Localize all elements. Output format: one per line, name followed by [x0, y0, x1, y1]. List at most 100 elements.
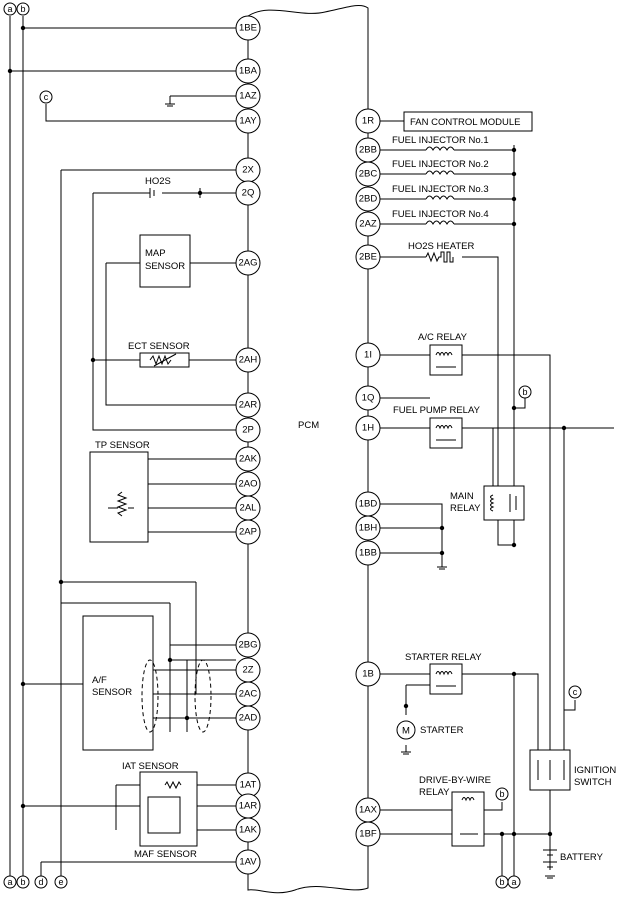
ac-relay-label: A/C RELAY	[418, 332, 468, 343]
fuel-pump-relay-label: FUEL PUMP RELAY	[393, 405, 481, 416]
iat-sensor-label: IAT SENSOR	[122, 761, 179, 772]
pin-1BA: 1BA	[235, 58, 261, 84]
svg-text:1AV: 1AV	[239, 857, 257, 868]
ignition-switch-label-1: IGNITION	[574, 765, 616, 776]
pin-2AK: 2AK	[235, 446, 261, 472]
iat-maf-sensor: IAT SENSOR MAF SENSOR	[122, 761, 198, 860]
pin-2AZ: 2AZ	[355, 211, 381, 237]
pin-2Q: 2Q	[235, 180, 261, 206]
svg-text:1BH: 1BH	[359, 523, 378, 534]
svg-text:2AK: 2AK	[239, 454, 258, 465]
ignition-switch-label-2: SWITCH	[574, 777, 612, 788]
svg-text:1R: 1R	[362, 116, 374, 127]
svg-text:1B: 1B	[362, 669, 374, 680]
pin-1AY: 1AY	[235, 108, 261, 134]
svg-text:e: e	[58, 877, 63, 887]
svg-text:1BB: 1BB	[359, 548, 377, 559]
starter-relay: STARTER RELAY	[405, 652, 482, 695]
svg-text:1AK: 1AK	[239, 825, 258, 836]
map-sensor-label-2: SENSOR	[145, 261, 185, 272]
map-sensor: MAP SENSOR	[139, 234, 191, 288]
svg-text:2AH: 2AH	[239, 355, 258, 366]
svg-text:a: a	[7, 4, 12, 14]
svg-text:1BA: 1BA	[239, 66, 258, 77]
bus-tag-c-left: c	[39, 90, 53, 104]
svg-text:2AZ: 2AZ	[359, 219, 377, 230]
fuel-injector-3-label: FUEL INJECTOR No.3	[392, 184, 489, 195]
bus-tag-a-top: a	[3, 2, 17, 16]
battery-label: BATTERY	[560, 852, 604, 863]
svg-text:2P: 2P	[242, 425, 254, 436]
right-wires	[380, 120, 614, 876]
pin-2AD: 2AD	[235, 705, 261, 731]
pin-1AZ: 1AZ	[235, 83, 261, 109]
svg-text:1AR: 1AR	[239, 801, 258, 812]
svg-text:a: a	[7, 877, 12, 887]
bus-tag-b-mid: b	[518, 385, 532, 399]
starter-label: STARTER	[420, 725, 464, 736]
svg-text:b: b	[499, 789, 504, 799]
pin-2P: 2P	[235, 417, 261, 443]
ect-sensor-label: ECT SENSOR	[128, 341, 190, 352]
bus-tag-b-dbw: b	[495, 787, 509, 801]
ac-relay: A/C RELAY	[418, 332, 468, 376]
pin-2AH: 2AH	[235, 347, 261, 373]
starter-motor-symbol: M	[402, 726, 410, 737]
pin-2Z: 2Z	[235, 657, 261, 683]
battery: BATTERY	[543, 849, 604, 879]
pin-1H: 1H	[355, 415, 381, 441]
svg-text:a: a	[511, 877, 516, 887]
pin-2BG: 2BG	[235, 632, 261, 658]
svg-text:2X: 2X	[242, 165, 254, 176]
pin-1B: 1B	[355, 661, 381, 687]
svg-text:b: b	[522, 387, 527, 397]
svg-text:1BF: 1BF	[359, 829, 377, 840]
pin-2BE: 2BE	[355, 244, 381, 270]
pin-2AP: 2AP	[235, 519, 261, 545]
bus-tag-e-bottom: e	[54, 875, 68, 889]
pin-1I: 1I	[355, 342, 381, 368]
af-sensor: A/F SENSOR	[82, 615, 212, 751]
pin-2X: 2X	[235, 157, 261, 183]
pin-2AO: 2AO	[235, 471, 261, 497]
bus-tag-a-bottom-right: a	[507, 875, 521, 889]
svg-text:2AG: 2AG	[238, 258, 257, 269]
tp-sensor: TP SENSOR	[89, 440, 150, 543]
svg-text:1I: 1I	[364, 350, 372, 361]
svg-text:c: c	[44, 92, 49, 102]
fuel-pump-relay: FUEL PUMP RELAY	[393, 405, 481, 449]
svg-text:2BD: 2BD	[359, 194, 378, 205]
starter-relay-label: STARTER RELAY	[405, 652, 482, 663]
ignition-switch: IGNITION SWITCH	[529, 749, 616, 791]
svg-text:2BG: 2BG	[238, 640, 257, 651]
svg-text:1AT: 1AT	[240, 780, 257, 791]
fan-control-module: FAN CONTROL MODULE	[403, 111, 533, 132]
svg-text:1Q: 1Q	[362, 393, 375, 404]
svg-text:2AO: 2AO	[238, 479, 257, 490]
pin-1BF: 1BF	[355, 821, 381, 847]
svg-text:1AY: 1AY	[239, 116, 257, 127]
junction-dots	[7, 25, 567, 837]
fuel-injectors: FUEL INJECTOR No.1 FUEL INJECTOR No.2 FU…	[392, 135, 489, 225]
af-sensor-label-2: SENSOR	[92, 687, 132, 698]
svg-text:b: b	[20, 877, 25, 887]
pin-1BB: 1BB	[355, 540, 381, 566]
bus-lines	[9, 16, 62, 876]
pin-1BE: 1BE	[235, 15, 261, 41]
svg-text:c: c	[573, 687, 578, 697]
svg-text:d: d	[38, 877, 43, 887]
svg-text:1H: 1H	[362, 423, 374, 434]
tp-sensor-label: TP SENSOR	[95, 440, 150, 451]
af-sensor-label-1: A/F	[92, 675, 107, 686]
pin-1BD: 1BD	[355, 491, 381, 517]
svg-text:2BB: 2BB	[359, 145, 377, 156]
svg-text:2AP: 2AP	[239, 527, 257, 538]
fan-control-module-label: FAN CONTROL MODULE	[410, 117, 521, 128]
ho2s-label: HO2S	[145, 176, 171, 187]
svg-text:b: b	[499, 877, 504, 887]
fuel-injector-2-label: FUEL INJECTOR No.2	[392, 159, 489, 170]
svg-text:b: b	[20, 4, 25, 14]
ho2s-heater: HO2S HEATER	[408, 241, 474, 263]
pin-2AG: 2AG	[235, 250, 261, 276]
svg-text:1AZ: 1AZ	[239, 91, 257, 102]
